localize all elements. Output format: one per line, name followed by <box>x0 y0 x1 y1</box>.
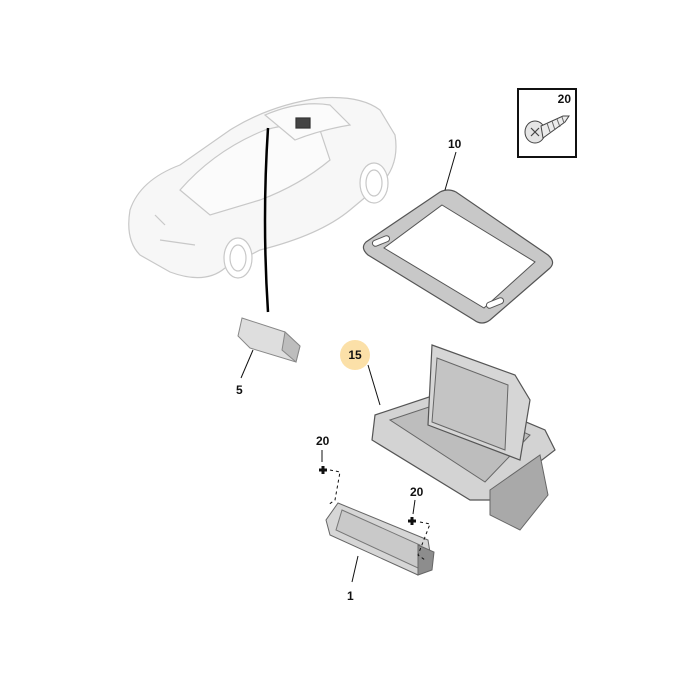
callout-20-right: 20 <box>410 485 424 499</box>
callout-20-left: 20 <box>316 434 330 448</box>
callout-15-highlighted: 15 <box>340 340 370 370</box>
callout-label: 20 <box>557 92 571 106</box>
part-5-roof-module <box>237 317 301 379</box>
inset-screw-20: 20 <box>517 88 577 158</box>
part-15-display-unit <box>367 344 556 531</box>
screw-icon <box>524 115 570 144</box>
part-10-bezel-frame <box>362 151 554 324</box>
part-1-control-module <box>325 502 435 583</box>
screw-markers <box>319 450 431 561</box>
callout-5: 5 <box>236 383 243 397</box>
callout-1: 1 <box>347 589 354 603</box>
callout-10: 10 <box>448 137 462 151</box>
leader-car-to-part5 <box>263 127 270 313</box>
car-illustration <box>128 96 397 279</box>
